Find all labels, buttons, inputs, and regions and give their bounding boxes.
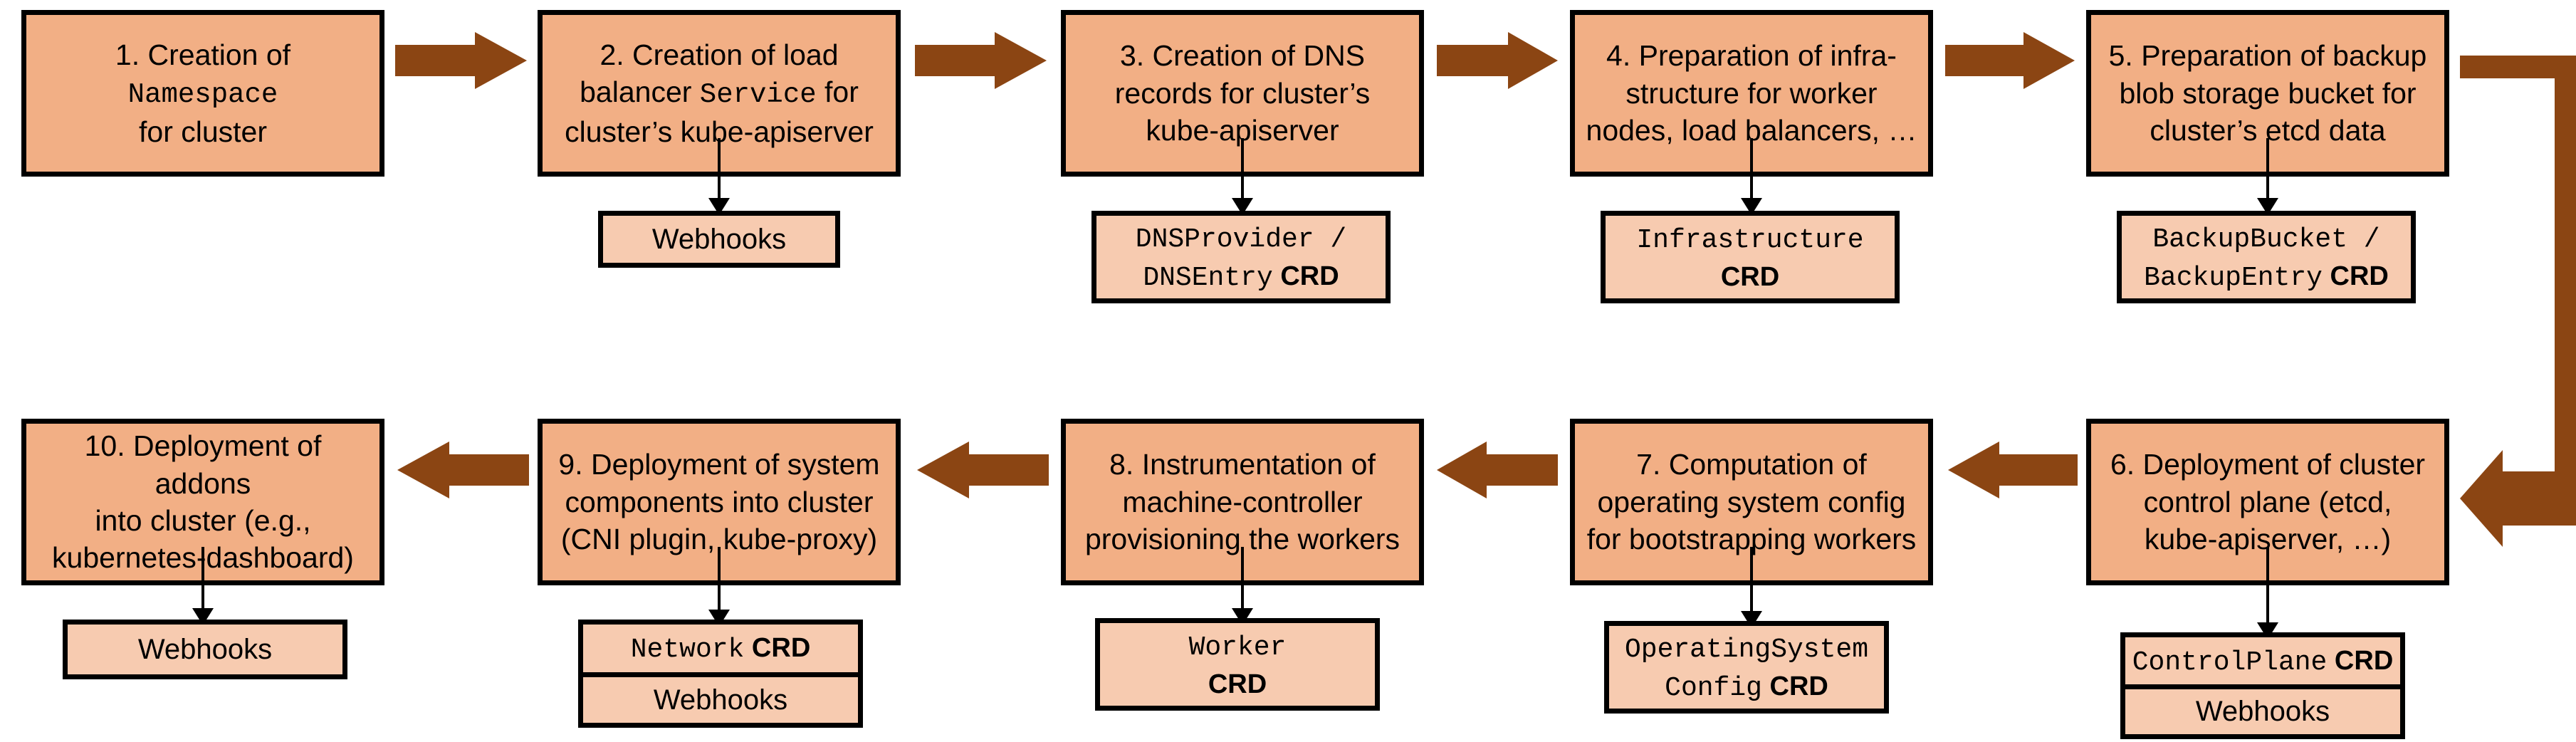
- crd-tag-3: CRD: [1272, 261, 1339, 291]
- controlplane-crd-label: ControlPlane: [2132, 647, 2328, 678]
- step-1-line-2: Namespace: [127, 79, 278, 111]
- webhooks-label-6: Webhooks: [2195, 696, 2330, 728]
- sub-row-webhooks: Webhooks: [603, 216, 835, 263]
- backup-crd-line-1: BackupBucket /: [2152, 224, 2380, 255]
- sub-box-step9-network-crd-webhooks[interactable]: Network CRD Webhooks: [578, 620, 863, 728]
- crd-tag-7: CRD: [1761, 672, 1828, 701]
- connector-step10-to-sub10: [201, 547, 204, 612]
- step-3-text: 3. Creation of DNS records for cluster’s…: [1066, 37, 1419, 149]
- dns-crd-line-2: DNSEntry: [1143, 263, 1273, 293]
- sub-row-webhooks-9: Webhooks: [583, 672, 858, 723]
- step-7-line-1: 7. Computation of: [1636, 448, 1867, 481]
- step-4-text: 4. Preparation of infra- structure for w…: [1575, 37, 1928, 149]
- step-8-line-2: machine-controller: [1122, 485, 1363, 518]
- step-5-text: 5. Preparation of backup blob storage bu…: [2091, 37, 2444, 149]
- step-4-line-1: 4. Preparation of infra-: [1606, 39, 1897, 73]
- sub-box-step6-controlplane-crd-webhooks[interactable]: ControlPlane CRD Webhooks: [2120, 632, 2405, 739]
- step-2-line-2-mono: Service: [699, 79, 817, 111]
- connector-step4-to-sub4: [1750, 138, 1753, 202]
- step-2-line-1: 2. Creation of load: [600, 38, 839, 71]
- webhooks-label-2: Webhooks: [651, 224, 787, 255]
- arrow-step3-to-step4: [1437, 32, 1558, 89]
- infrastructure-crd-line-1: Infrastructure: [1636, 224, 1864, 256]
- step-7-line-2: operating system config: [1597, 485, 1906, 518]
- step-5-line-2: blob storage bucket for: [2119, 76, 2417, 110]
- arrow-step1-to-step2: [395, 32, 527, 89]
- sub-row-osc-crd: OperatingSystem Config CRD: [1609, 626, 1884, 709]
- step-8-text: 8. Instrumentation of machine-controller…: [1066, 446, 1419, 558]
- sub-box-step4-infrastructure-crd[interactable]: Infrastructure CRD: [1601, 211, 1900, 303]
- step-2-text: 2. Creation of load balancer Service for…: [543, 36, 896, 151]
- step-1-line-1: 1. Creation of: [115, 38, 291, 71]
- sub-box-step7-osc-crd[interactable]: OperatingSystem Config CRD: [1604, 621, 1889, 714]
- sub-box-step2-webhooks[interactable]: Webhooks: [598, 211, 840, 268]
- sub-box-step10-webhooks[interactable]: Webhooks: [63, 620, 347, 679]
- step-5-line-1: 5. Preparation of backup: [2108, 39, 2427, 73]
- backup-crd-line-2: BackupEntry: [2144, 263, 2323, 293]
- sub-box-step5-backup-crd[interactable]: BackupBucket / BackupEntry CRD: [2117, 211, 2416, 303]
- connector-step9-to-sub9: [718, 547, 721, 614]
- crd-tag-9: CRD: [744, 633, 811, 664]
- connector-step2-to-sub2: [718, 138, 721, 202]
- step-10-line-2: into cluster (e.g.,: [95, 504, 311, 537]
- step-9-line-2: components into cluster: [565, 485, 874, 518]
- step-3-line-2: records for cluster’s: [1114, 76, 1371, 110]
- step-4-line-2: structure for worker: [1625, 76, 1878, 110]
- step-box-9[interactable]: 9. Deployment of system components into …: [538, 419, 901, 585]
- osc-crd-line-1: OperatingSystem: [1624, 634, 1869, 665]
- step-2-line-2a: balancer: [580, 75, 700, 109]
- arrow-step8-to-step9: [917, 441, 1049, 498]
- worker-crd-line-1: Worker: [1188, 632, 1287, 663]
- network-crd-label: Network: [630, 634, 745, 666]
- connector-step5-to-sub5: [2266, 138, 2269, 202]
- step-10-text: 10. Deployment of addons into cluster (e…: [26, 427, 379, 577]
- connector-step6-to-sub6: [2266, 547, 2269, 627]
- step-10-line-1: 10. Deployment of addons: [84, 429, 322, 500]
- step-3-line-1: 3. Creation of DNS: [1119, 39, 1366, 73]
- sub-row-controlplane-crd: ControlPlane CRD: [2125, 637, 2400, 684]
- step-box-1[interactable]: 1. Creation of Namespace for cluster: [21, 10, 384, 177]
- webhooks-label-10: Webhooks: [137, 634, 273, 665]
- sub-box-step8-worker-crd[interactable]: Worker CRD: [1095, 618, 1380, 711]
- crd-tag-8: CRD: [1208, 669, 1267, 699]
- dns-crd-line-1: DNSProvider /: [1135, 224, 1347, 255]
- arrow-step6-to-step7: [1948, 441, 2078, 498]
- sub-row-network-crd: Network CRD: [583, 625, 858, 672]
- sub-row-webhooks-10: Webhooks: [68, 625, 342, 674]
- sub-box-step3-dns-crd[interactable]: DNSProvider / DNSEntry CRD: [1091, 211, 1391, 303]
- step-7-text: 7. Computation of operating system confi…: [1575, 446, 1928, 558]
- step-6-line-1: 6. Deployment of cluster: [2110, 448, 2426, 481]
- connector-step3-to-sub3: [1241, 138, 1244, 202]
- arrow-step7-to-step8: [1437, 441, 1558, 498]
- connector-step7-to-sub7: [1750, 547, 1753, 615]
- connector-step8-to-sub8: [1241, 547, 1244, 612]
- arrow-step9-to-step10: [397, 441, 529, 498]
- arrow-step2-to-step3: [915, 32, 1047, 89]
- step-9-line-1: 9. Deployment of system: [558, 448, 880, 481]
- sub-row-backup-crd: BackupBucket / BackupEntry CRD: [2122, 216, 2411, 298]
- osc-crd-line-2: Config: [1665, 673, 1762, 704]
- sub-row-worker-crd: Worker CRD: [1100, 623, 1375, 706]
- step-2-line-2c: for: [816, 75, 859, 109]
- step-9-text: 9. Deployment of system components into …: [543, 446, 896, 558]
- arrow-step5-to-step6-elbow: [2460, 56, 2576, 547]
- crd-tag-4: CRD: [1720, 262, 1780, 292]
- step-box-2[interactable]: 2. Creation of load balancer Service for…: [538, 10, 901, 177]
- sub-row-infrastructure-crd: Infrastructure CRD: [1606, 216, 1895, 298]
- step-1-text: 1. Creation of Namespace for cluster: [26, 36, 379, 151]
- step-8-line-1: 8. Instrumentation of: [1109, 448, 1376, 481]
- webhooks-label-9: Webhooks: [653, 684, 788, 716]
- sub-row-dns-crd: DNSProvider / DNSEntry CRD: [1096, 216, 1386, 298]
- step-6-line-2: control plane (etcd,: [2143, 485, 2392, 518]
- sub-row-webhooks-6: Webhooks: [2125, 684, 2400, 734]
- step-1-line-3: for cluster: [139, 115, 267, 148]
- crd-tag-5: CRD: [2322, 261, 2389, 291]
- arrow-step4-to-step5: [1945, 32, 2075, 89]
- crd-tag-6: CRD: [2327, 645, 2394, 676]
- step-6-text: 6. Deployment of cluster control plane (…: [2091, 446, 2444, 558]
